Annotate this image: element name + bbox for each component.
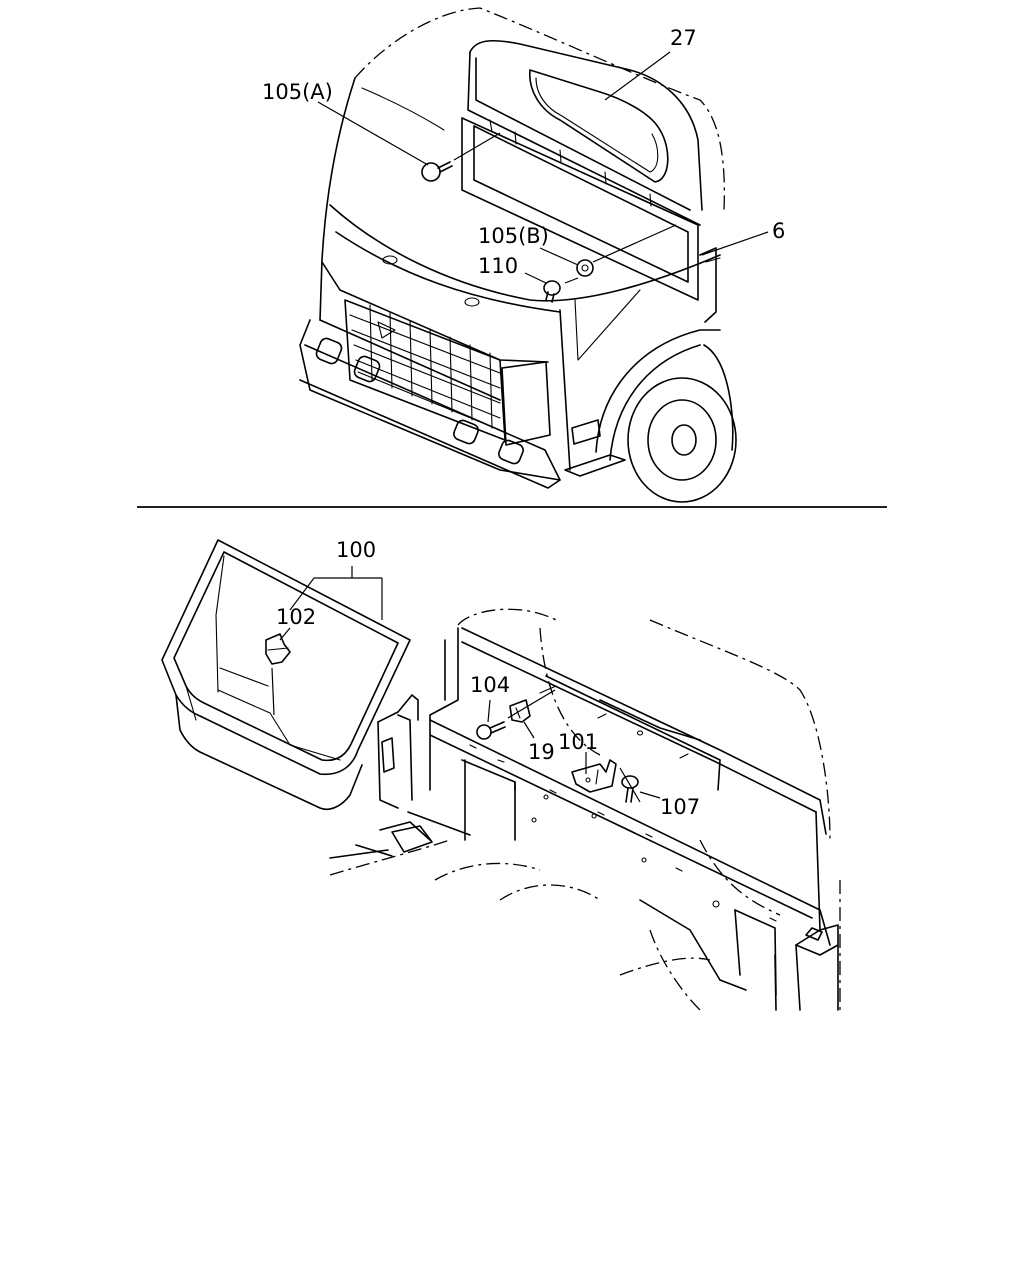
cab-interior-illustration [329,608,841,1011]
callout-104: 104 [470,673,510,697]
screw-icon [476,721,506,740]
callout-102: 102 [276,605,316,629]
screw-icon [421,161,453,182]
callout-19: 19 [528,740,555,764]
leader-lines-bottom [271,566,661,803]
leader-lines-top [317,51,769,284]
storage-tray-illustration [161,539,411,811]
callout-105b: 105(B) [478,224,549,248]
callout-101: 101 [558,730,598,754]
callout-105a: 105(A) [262,80,333,104]
bolt-icon [621,775,639,803]
clip-icon [543,280,561,303]
bracket-icon [571,759,617,793]
callout-107: 107 [660,795,700,819]
callout-100: 100 [336,538,376,562]
callout-6: 6 [772,219,785,243]
clip-icon [265,633,291,665]
callout-110: 110 [478,254,518,278]
truck-cab-illustration [299,7,737,503]
callout-labels: 27 105(A) 105(B) 110 6 100 102 104 19 10… [262,26,785,819]
callout-27: 27 [670,26,697,50]
nut-icon [576,259,594,277]
